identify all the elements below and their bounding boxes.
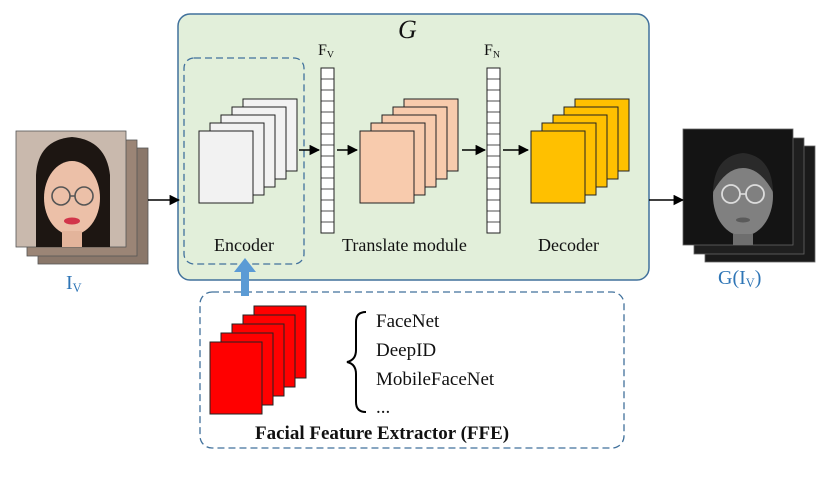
output-label-prefix: G(I xyxy=(718,267,746,289)
ffe-model-facenet: FaceNet xyxy=(376,311,440,332)
decoder-label: Decoder xyxy=(538,235,599,255)
feature-vector-fv xyxy=(320,67,335,234)
ffe-model-mobilefacenet: MobileFaceNet xyxy=(376,369,495,390)
encoder-label: Encoder xyxy=(214,235,274,255)
input-label-sub: V xyxy=(72,281,82,296)
feature-vector-fn xyxy=(486,67,501,234)
translate-layer-stack xyxy=(359,98,459,204)
output-face-stack-icon xyxy=(682,128,816,263)
brace-icon xyxy=(346,311,367,413)
fn-label: FN xyxy=(484,42,501,61)
encoder-layer-stack xyxy=(198,98,298,204)
input-face-stack-icon xyxy=(15,130,149,265)
generator-title: G xyxy=(398,15,417,44)
ffe-model-more: ... xyxy=(376,397,391,418)
ffe-to-encoder-arrow xyxy=(234,258,256,296)
output-label-sub: V xyxy=(745,276,755,291)
fn-label-sub: N xyxy=(492,49,501,61)
fn-label-base: F xyxy=(484,42,493,59)
ffe-title: Facial Feature Extractor (FFE) xyxy=(255,423,510,444)
ffe-model-deepid: DeepID xyxy=(376,340,437,361)
input-label-base: I xyxy=(66,272,73,294)
decoder-layer-stack xyxy=(530,98,630,204)
ffe-layer-stack xyxy=(209,305,307,415)
output-label: G(IV) xyxy=(718,267,762,291)
translate-module-label: Translate module xyxy=(342,235,467,255)
fv-label-sub: V xyxy=(326,49,335,61)
fv-label: FV xyxy=(318,42,335,61)
fv-label-base: F xyxy=(318,42,327,59)
input-label: IV xyxy=(66,272,82,296)
output-label-suffix: ) xyxy=(754,267,762,289)
